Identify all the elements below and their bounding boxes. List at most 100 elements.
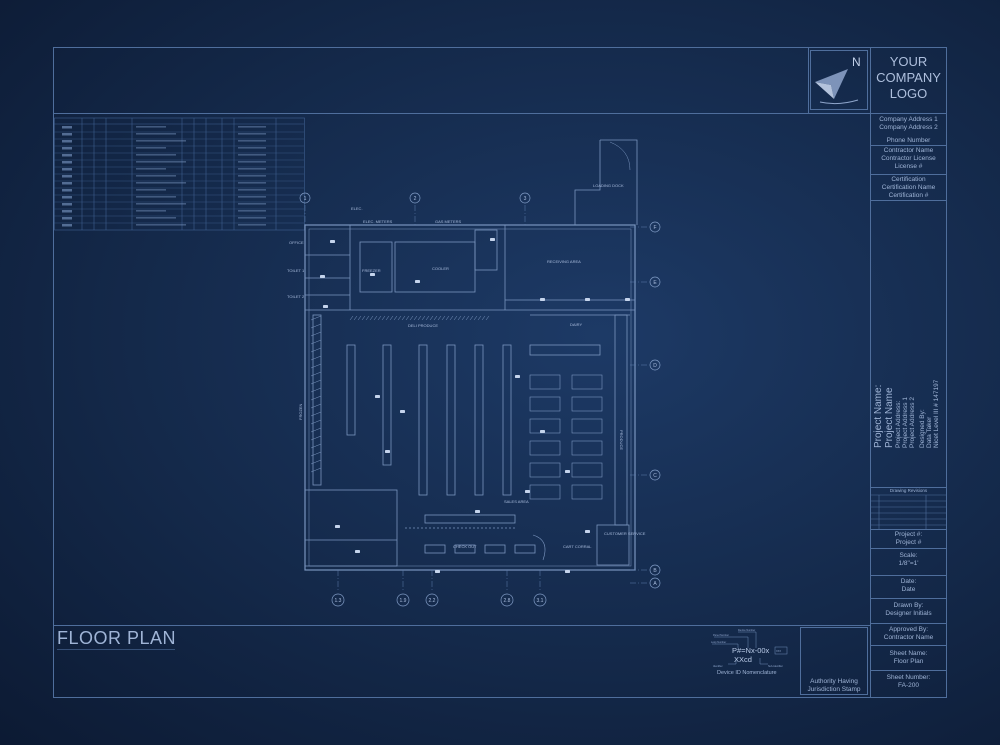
legend-text-line [136,126,166,128]
fire-alarm-device-icon [320,275,325,278]
grid-label-row: C [653,473,657,479]
north-arrow-icon [812,55,867,110]
legend-text-line [238,217,266,219]
legend-symbol [62,168,72,171]
stamp-line-1: Authority Having [810,678,858,685]
legend-text-line [238,147,266,149]
project-number-cell: Project #: Project # [871,529,946,548]
stamp-line-2: Jurisdiction Stamp [807,686,861,693]
revisions-title: Drawing Revisions [889,488,928,493]
north-label: N [852,55,861,69]
produce-case [571,396,603,412]
sheet-name-cell: Sheet Name: Floor Plan [871,645,946,670]
plan-label-elec: ELEC. [351,206,363,211]
legend-text-line [136,154,176,156]
grid-bubble [649,276,661,288]
legend-text-line [136,182,186,184]
drawn-by-value: Designer Initials [885,610,932,617]
contractor-cell: Contractor Name Contractor License Licen… [871,145,946,173]
north-box [810,50,868,110]
nicet-level: Nicet Level III # 147197 [933,379,940,448]
grid-label-row: B [653,568,657,574]
sheet-title-underline [57,649,175,650]
fire-alarm-device-icon [525,490,530,493]
legend-text-line [238,224,266,226]
date-label: Date: [900,578,917,585]
grid-label-column: 1 [304,196,307,202]
contractor-name: Contractor Name [883,147,934,154]
project-cell [871,200,946,487]
legend-symbol [62,126,72,129]
produce-case [529,462,561,478]
logo-line-1: YOUR [889,54,928,69]
legend-text-line [238,203,266,205]
title-block-divider [870,47,871,698]
revisions-table: Drawing Revisions [871,487,946,529]
scale-label: Scale: [899,552,918,559]
sheet-name-label: Sheet Name: [889,650,928,657]
designer-name: Data Taker [926,416,933,448]
grid-bubble [649,577,661,589]
legend-text-line [238,133,266,135]
plan-label-produce: PRODUCE [619,430,624,450]
sheet-name-value: Floor Plan [893,658,924,665]
produce-case [571,440,603,456]
legend-text-line [136,210,166,212]
company-logo: YOUR COMPANY LOGO [871,54,946,102]
legend-text-line [238,196,266,198]
produce-case [529,440,561,456]
legend-symbol [62,147,72,150]
grid-label-row: E [653,280,657,286]
grid-label-row: F [653,225,656,231]
legend-symbol [62,210,72,213]
grid-bubble [519,192,531,204]
legend-text-line [238,210,266,212]
fire-alarm-device-icon [625,298,630,301]
plan-label-elec-meters: ELEC. METERS [363,219,393,224]
project-number-value: Project # [895,539,922,546]
device-code-1: P#=Nx-00x [732,646,770,655]
plan-label-toilet-1: TOILET 1 [287,268,305,273]
legend-text-line [238,161,266,163]
legend-text-line [136,147,166,149]
grid-bubble [425,593,439,607]
designed-by-label: Designed By: [919,409,926,448]
produce-case [529,484,561,500]
legend-text-line [238,126,266,128]
legend-text-line [238,168,266,170]
device-code-2: XXcd [734,655,752,664]
stamp-box: Authority Having Jurisdiction Stamp [800,627,868,695]
legend-symbol [62,161,72,164]
svg-text:Panel Number: Panel Number [713,634,729,637]
plan-label-customer-service: CUSTOMER SERVICE [604,531,646,536]
fire-alarm-device-icon [435,570,440,573]
legend-symbol [62,133,72,136]
grid-label-bottom: 2.8 [504,598,511,604]
company-phone: Phone Number [886,137,931,144]
grid-bubble [533,593,547,607]
plan-label-office: OFFICE [289,240,304,245]
project-number-label: Project #: [894,531,923,538]
fire-alarm-device-icon [415,280,420,283]
project-info-rotated: Project Name: Project Name Project Addre… [873,208,945,448]
grid-label-column: 2 [414,196,417,202]
plan-label-receiving: RECEIVING AREA [547,259,581,264]
drawn-by-label: Drawn By: [893,602,924,609]
fire-alarm-device-icon [335,525,340,528]
produce-case [571,374,603,390]
contractor-license: Contractor License [881,155,936,162]
project-address-2: Project Address 2 [909,397,916,448]
fire-alarm-device-icon [540,298,545,301]
legend-text-line [238,154,266,156]
legend-text-line [136,168,166,170]
plan-label-checkout: CHECK OUT [453,544,477,549]
legend-text-line [136,175,176,177]
fire-alarm-device-icon [565,470,570,473]
legend-text-line [136,140,186,142]
plan-label-gas-meters: GAS METERS [435,219,462,224]
plan-label-frozen: FROZEN [298,403,303,420]
svg-text:Identifier: Identifier [713,665,723,668]
certification-name: Certification Name [881,184,936,191]
